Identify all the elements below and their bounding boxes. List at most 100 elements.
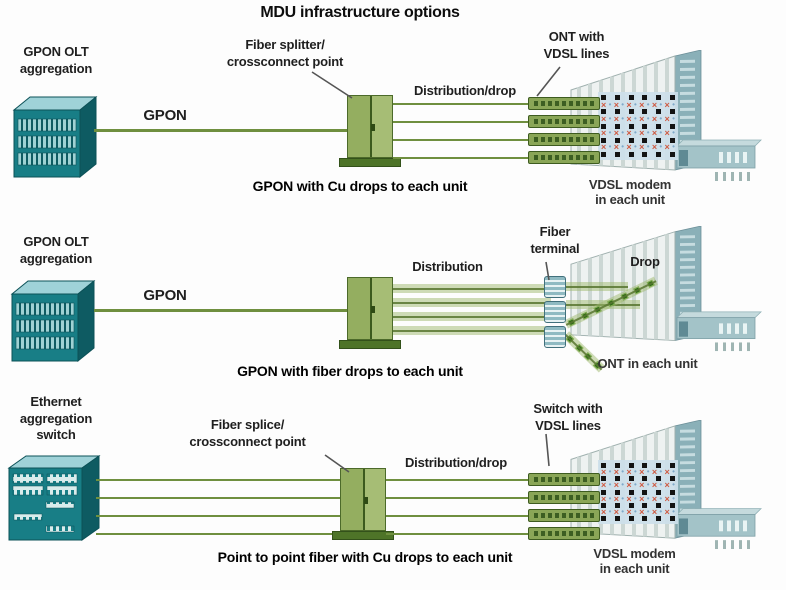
modem-window xyxy=(601,476,606,482)
signal-cross: × xyxy=(651,493,658,504)
unit-ont-dot xyxy=(575,343,584,352)
row1-vdsl-modem-grid: ×•×•×•×•×•×•×•×•×•×•×•×•×•×•×•×•×•×•×•×•… xyxy=(598,92,678,160)
unit-ont-dot xyxy=(633,285,642,294)
diagram-title: MDU infrastructure options xyxy=(260,4,460,21)
modem-window xyxy=(669,109,675,115)
row1-gpon-line xyxy=(94,129,347,132)
row2-caption: GPON with fiber drops to each unit xyxy=(237,363,463,379)
signal-dot: • xyxy=(646,480,650,490)
modem-window xyxy=(601,109,606,115)
signal-dot: • xyxy=(659,507,663,517)
signal-dot: • xyxy=(608,113,612,123)
modem-window xyxy=(628,462,634,468)
signal-dot: • xyxy=(621,480,625,490)
modem-window xyxy=(614,123,620,129)
signal-dot: • xyxy=(621,467,625,476)
row3-splice-base xyxy=(332,531,394,540)
modem-window xyxy=(601,137,606,143)
signal-cross: × xyxy=(639,507,645,518)
signal-dot: • xyxy=(621,493,625,503)
unit-ont-dot xyxy=(593,305,602,314)
signal-cross: × xyxy=(639,142,645,153)
signal-dot: • xyxy=(646,128,650,138)
row1-endpoint-label: ONT with VDSL lines xyxy=(543,29,610,61)
fiber-terminal-box xyxy=(544,301,566,323)
row3-switch-box xyxy=(528,473,600,486)
modem-window xyxy=(601,95,606,100)
signal-cross: × xyxy=(613,493,619,504)
signal-cross: × xyxy=(613,142,619,153)
signal-cross: × xyxy=(651,480,658,491)
row3-splice-label: Fiber splice/ crossconnect point xyxy=(189,417,306,449)
modem-window xyxy=(656,95,662,100)
signal-cross: × xyxy=(613,507,619,518)
signal-cross: × xyxy=(601,128,607,139)
modem-window xyxy=(642,123,648,129)
signal-cross: × xyxy=(651,113,658,124)
modem-window xyxy=(628,502,634,508)
modem-window xyxy=(642,516,648,522)
row1-ont-box xyxy=(528,115,600,128)
row2-splitter-base xyxy=(339,340,401,349)
signal-dot: • xyxy=(672,480,675,490)
signal-dot: • xyxy=(659,113,663,123)
signal-dot: • xyxy=(633,493,637,503)
signal-cross: × xyxy=(613,99,619,110)
row3-vdsl-modem-grid: ×•×•×•×•×•×•×•×•×•×•×•×•×•×•×•×•×•×•×•×•… xyxy=(598,460,678,524)
signal-cross: × xyxy=(639,113,645,124)
modem-window xyxy=(628,95,634,100)
row1-splitter-label: Fiber splitter/ crossconnect point xyxy=(226,37,344,69)
distribution-cable-band xyxy=(393,284,551,293)
row3-fiber-splice-cabinet xyxy=(340,468,386,531)
signal-cross: × xyxy=(664,480,670,491)
signal-dot: • xyxy=(621,142,625,152)
signal-cross: × xyxy=(626,142,632,153)
modem-window xyxy=(656,516,662,522)
modem-window xyxy=(669,137,675,143)
fiber-line xyxy=(96,533,340,535)
modem-window xyxy=(628,123,634,129)
modem-window xyxy=(628,476,634,482)
modem-window xyxy=(642,502,648,508)
signal-cross: × xyxy=(613,480,619,491)
signal-dot: • xyxy=(608,99,612,109)
signal-dot: • xyxy=(659,99,663,109)
signal-dot: • xyxy=(659,467,663,476)
modem-window xyxy=(669,123,675,129)
signal-dot: • xyxy=(659,480,663,490)
fiber-line xyxy=(96,479,340,481)
signal-dot: • xyxy=(621,507,625,517)
modem-window xyxy=(628,152,634,157)
fiber-line xyxy=(393,121,528,123)
fiber-line xyxy=(386,479,528,481)
signal-cross: × xyxy=(664,507,670,518)
modem-window xyxy=(601,462,606,468)
signal-cross: × xyxy=(626,507,632,518)
row2-olt-chassis xyxy=(10,279,96,363)
modem-window xyxy=(614,109,620,115)
distribution-cable-band xyxy=(393,298,551,307)
modem-window xyxy=(669,489,675,495)
signal-dot: • xyxy=(659,493,663,503)
signal-cross: × xyxy=(639,467,645,477)
modem-window xyxy=(601,516,606,522)
row2-building-caption: ONT in each unit xyxy=(597,356,698,371)
signal-dot: • xyxy=(646,493,650,503)
row3-endpoint-label: Switch with VDSL lines xyxy=(533,401,603,433)
modem-window xyxy=(656,137,662,143)
modem-window xyxy=(642,152,648,157)
fiber-terminal xyxy=(544,276,566,348)
signal-dot: • xyxy=(633,467,637,476)
modem-window xyxy=(628,516,634,522)
signal-dot: • xyxy=(633,128,637,138)
row3-switch-box xyxy=(528,527,600,540)
row1-distribution-label: Distribution/drop xyxy=(413,83,517,98)
signal-cross: × xyxy=(664,99,670,110)
signal-cross: × xyxy=(651,128,658,139)
modem-window xyxy=(656,152,662,157)
distribution-cable-band xyxy=(393,326,551,335)
modem-window xyxy=(656,476,662,482)
fiber-line xyxy=(386,533,528,535)
signal-dot: • xyxy=(646,99,650,109)
